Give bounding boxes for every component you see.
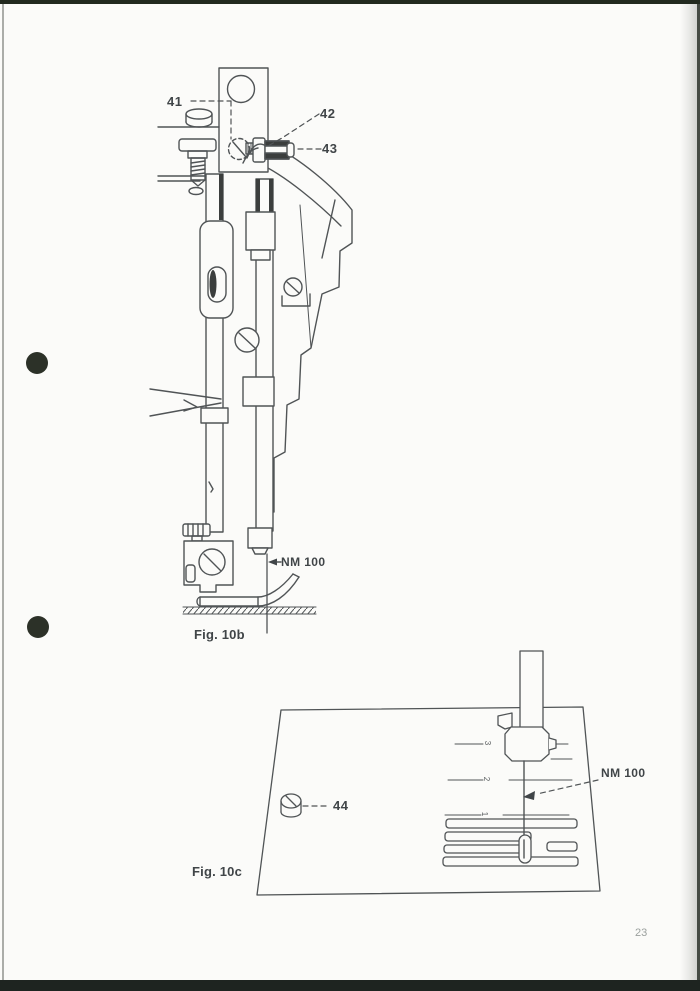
- nm100-arrow-icon: [268, 558, 282, 566]
- plate-guide-1: 1: [480, 811, 490, 817]
- figure-caption-10c: Fig. 10c: [192, 864, 243, 879]
- pivot-bolt: [242, 137, 295, 164]
- callout-leader-lines: [190, 100, 322, 150]
- needle-size-label-10b: NM 100: [281, 555, 326, 569]
- callout-43: 43: [322, 141, 338, 156]
- lifter-lever: [149, 388, 222, 417]
- lifting-link: [199, 220, 234, 319]
- plate-screw-icon: [280, 793, 302, 818]
- scan-edge-right: [680, 4, 700, 980]
- machine-housing: [257, 142, 353, 513]
- needle-size-label-10c: NM 100: [601, 766, 646, 780]
- binder-hole-icon: [26, 352, 48, 374]
- clamp-screw-icon: [185, 108, 213, 128]
- scan-edge-left: [2, 4, 4, 980]
- page-number: 23: [635, 927, 648, 939]
- plate-guide-2: 2: [482, 776, 492, 782]
- needle-bar: [242, 178, 276, 532]
- presser-foot: [182, 523, 300, 607]
- callout-41: 41: [167, 94, 183, 109]
- nm100-arrow-icon: [523, 791, 535, 800]
- fabric-layer: [182, 606, 317, 615]
- fig10b-drawing: [149, 67, 353, 634]
- binder-hole-icon: [27, 616, 49, 638]
- figure-caption-10b: Fig. 10b: [194, 627, 245, 642]
- needle-bar-lower: [519, 650, 544, 730]
- needle-clamp-lower: [497, 712, 557, 762]
- callout-42: 42: [320, 106, 336, 121]
- callout-44: 44: [333, 798, 349, 813]
- callout-leader-lines-10c: [302, 779, 599, 807]
- scan-edge-top: [0, 0, 700, 4]
- fig10c-drawing: [256, 650, 601, 896]
- plate-guide-3: 3: [483, 740, 493, 746]
- hidden-set-screw: [227, 137, 251, 161]
- needle-lower: [518, 760, 532, 864]
- scan-edge-bottom: [0, 980, 700, 991]
- threaded-screw-icon: [178, 138, 217, 187]
- needle-clamp: [247, 527, 273, 555]
- arm-screw-icon: [234, 277, 311, 353]
